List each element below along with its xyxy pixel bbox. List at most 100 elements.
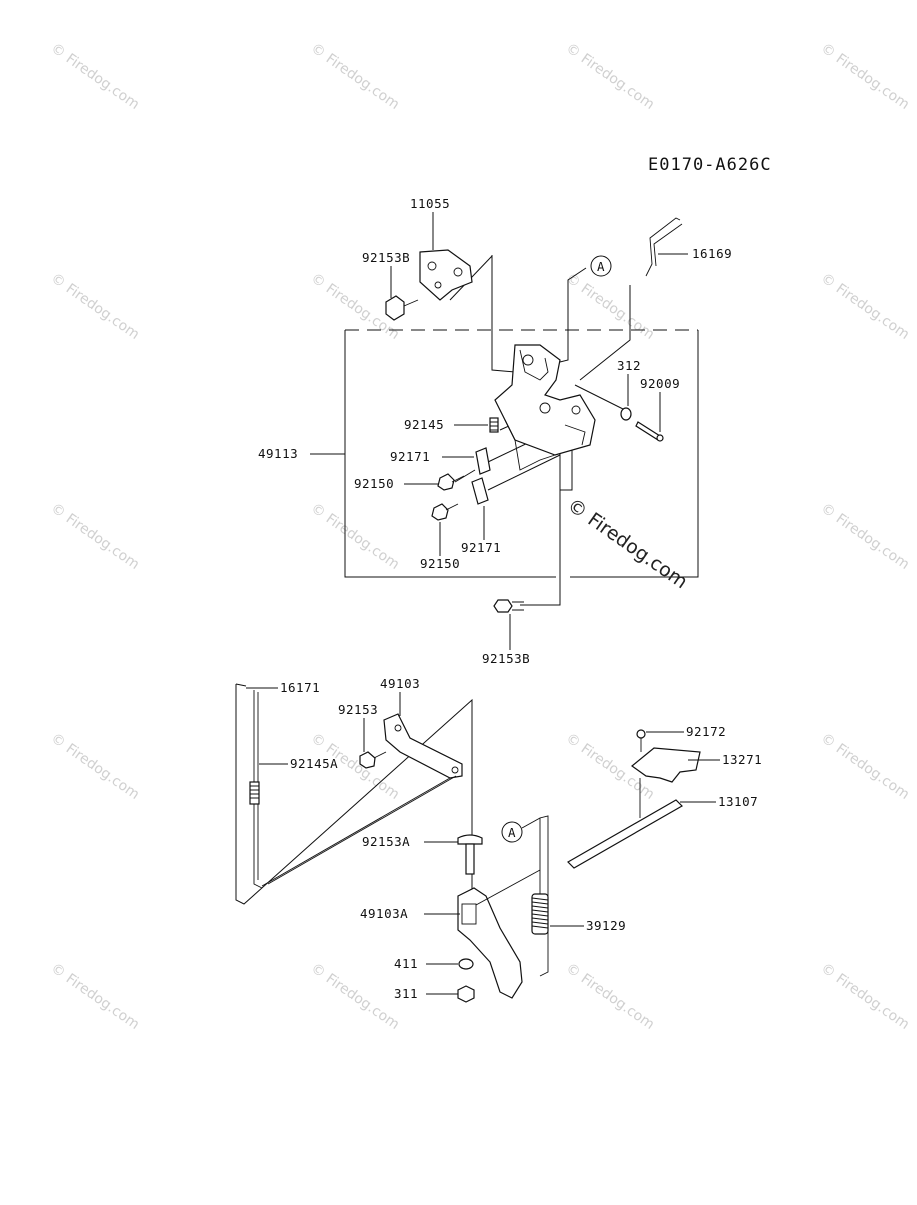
- watermark: © Firedog.com: [563, 270, 657, 343]
- part-label-92150: 92150: [420, 556, 460, 571]
- lower-labels: 16171 49103 92153 92145A 92153A 49103A 4…: [246, 676, 762, 1001]
- shaft-13107: [567, 799, 683, 869]
- screw-92009-head: [656, 434, 664, 442]
- bracket-detail: [564, 424, 586, 446]
- part-label-92153a: 92153A: [362, 834, 410, 849]
- callout-circle: [590, 255, 612, 277]
- callout-label: A: [508, 825, 516, 840]
- clip-92171-b: [471, 477, 489, 505]
- part-label-11055: 11055: [410, 196, 450, 211]
- guide-line: [491, 255, 516, 373]
- bolt-92153a-shank: [465, 843, 475, 875]
- plate-11055: [419, 249, 473, 301]
- lever-link-rod: [267, 775, 457, 885]
- bracket-hole: [522, 354, 534, 366]
- watermark: © Firedog.com: [818, 270, 912, 343]
- part-label-92153b: 92153B: [482, 651, 530, 666]
- part-label-92153: 92153: [338, 702, 378, 717]
- watermark: © Firedog.com: [308, 500, 402, 573]
- lever-frame: [235, 684, 473, 905]
- part-label-92153b: 92153B: [362, 250, 410, 265]
- spring-link-line: [475, 869, 541, 906]
- bracket-hole: [539, 402, 551, 414]
- watermark-grid: © Firedog.com © Firedog.com © Firedog.co…: [48, 40, 912, 1033]
- spring-coils: [250, 785, 259, 799]
- bolt-shank: [373, 751, 387, 759]
- part-label-39129: 39129: [586, 918, 626, 933]
- watermark: © Firedog.com: [48, 960, 142, 1033]
- part-label-92145: 92145: [404, 417, 444, 432]
- bolt-shank: [445, 503, 459, 511]
- watermark: © Firedog.com: [48, 40, 142, 113]
- bolt-shank: [403, 299, 419, 307]
- watermark-large: © Firedog.com: [563, 494, 691, 593]
- part-label-92172: 92172: [686, 724, 726, 739]
- spring-92145: [489, 417, 499, 433]
- spring-coils: [490, 421, 498, 431]
- washer-411: [458, 958, 474, 970]
- bolt-92153: [359, 751, 376, 769]
- guide-line: [560, 450, 573, 491]
- bracket-slot: [461, 903, 477, 925]
- bolt-shank: [451, 475, 465, 483]
- watermark: © Firedog.com: [818, 730, 912, 803]
- callout-label: A: [597, 259, 605, 274]
- part-label-311: 311: [394, 986, 418, 1001]
- part-label-49103a: 49103A: [360, 906, 408, 921]
- leader-line: [521, 817, 541, 829]
- lever-49103: [383, 713, 463, 779]
- part-label-16171: 16171: [280, 680, 320, 695]
- lever-link-rod: [261, 777, 451, 887]
- part-label-411: 411: [394, 956, 418, 971]
- rod-16169-edge: [653, 223, 683, 267]
- plate-hole: [434, 281, 442, 289]
- watermark: © Firedog.com: [563, 40, 657, 113]
- assembly-box-right: [570, 330, 699, 578]
- watermark: © Firedog.com: [818, 40, 912, 113]
- spring-coils: [531, 897, 549, 929]
- bracket-hole: [571, 405, 581, 415]
- watermark: © Firedog.com: [48, 500, 142, 573]
- guide-line: [520, 450, 561, 606]
- watermark: © Firedog.com: [48, 270, 142, 343]
- part-label-92145a: 92145A: [290, 756, 338, 771]
- watermark: © Firedog.com: [308, 40, 402, 113]
- part-label-92009: 92009: [640, 376, 680, 391]
- clip-92171-a: [475, 447, 491, 475]
- screw-92009: [635, 421, 661, 441]
- plate-hole: [453, 267, 463, 277]
- nut-311: [457, 985, 475, 1003]
- screw-92172: [636, 729, 646, 739]
- part-label-312: 312: [617, 358, 641, 373]
- lever-frame: [235, 683, 247, 687]
- bolt-shank: [512, 601, 524, 611]
- guide-line: [574, 384, 626, 411]
- watermark: © Firedog.com: [818, 960, 912, 1033]
- part-label-49103: 49103: [380, 676, 420, 691]
- watermark: © Firedog.com: [48, 730, 142, 803]
- bolt-92153b-bottom: [493, 599, 513, 613]
- washer-312: [620, 407, 632, 421]
- part-label-92150: 92150: [354, 476, 394, 491]
- rod-16171: [253, 690, 263, 889]
- watermark: © Firedog.com: [818, 500, 912, 573]
- upper-assembly: A © Firedog.com: [344, 217, 699, 613]
- part-label-92171: 92171: [390, 449, 430, 464]
- spring-92145a: [249, 781, 260, 805]
- control-bracket: [494, 344, 596, 456]
- bolt-92153b-top: [385, 295, 405, 321]
- part-label-16169: 16169: [692, 246, 732, 261]
- bolt-92150-b: [431, 503, 449, 521]
- part-label-49113: 49113: [258, 446, 298, 461]
- rod-16169: [645, 217, 681, 277]
- part-label-13107: 13107: [718, 794, 758, 809]
- plate-hole: [427, 261, 437, 271]
- spring-bracket-line: [539, 815, 549, 977]
- upper-labels: 11055 92153B 16169 312 92009 92145 49113…: [258, 196, 732, 666]
- guide-line: [454, 469, 476, 483]
- watermark: © Firedog.com: [308, 960, 402, 1033]
- bracket-detail: [504, 419, 556, 471]
- bracket-49103a: [457, 887, 523, 999]
